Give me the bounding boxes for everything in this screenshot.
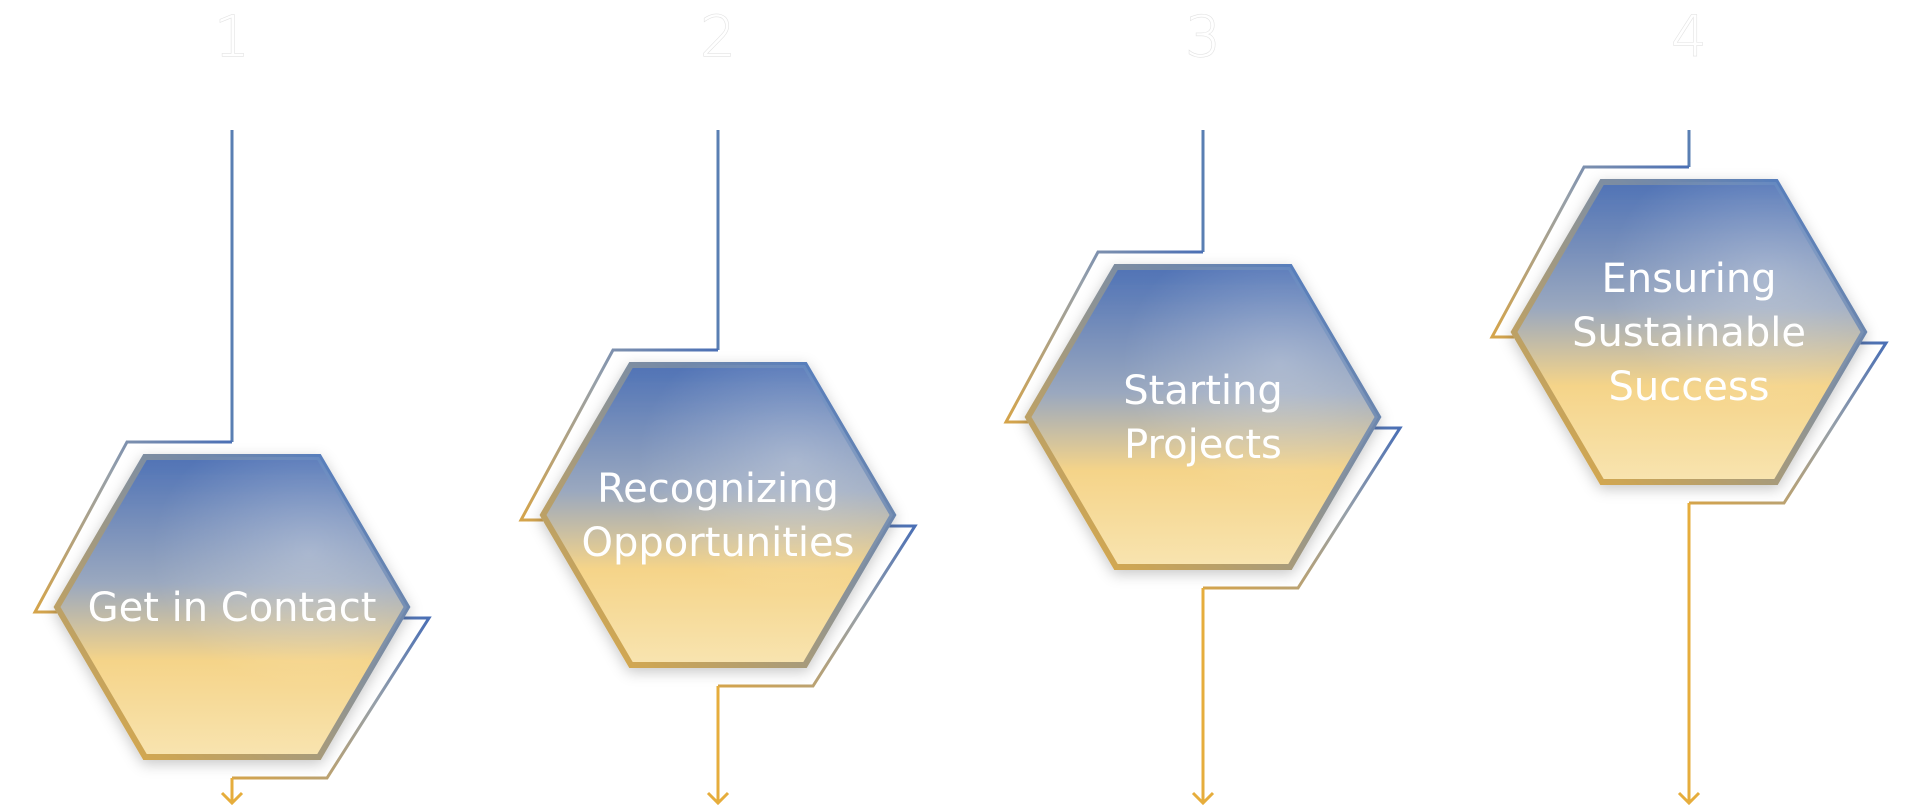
step-label-line: Projects xyxy=(1124,422,1282,468)
hexagon-shine xyxy=(543,365,893,665)
hexagon-shine xyxy=(1514,182,1864,482)
step-label-line: Recognizing xyxy=(597,466,839,512)
step-label-line: Success xyxy=(1608,364,1769,410)
arrow-down-icon xyxy=(1191,791,1215,806)
hexagon-outline-left xyxy=(32,440,232,614)
arrow-down-icon xyxy=(706,791,730,806)
arrow-down-icon xyxy=(1677,791,1701,806)
step-label-line: Sustainable xyxy=(1572,310,1806,356)
step-number: 4 xyxy=(1671,5,1707,70)
hexagon-outline-right xyxy=(1689,341,1889,505)
hexagon-outline-right xyxy=(718,524,918,688)
hexagon-outline-right xyxy=(1203,426,1403,590)
step-label-line: Ensuring xyxy=(1601,256,1776,302)
hexagon-outline-right xyxy=(232,616,432,780)
step-number: 2 xyxy=(700,5,736,70)
hexagon-outline-left xyxy=(1489,165,1689,339)
arrow-down-icon xyxy=(220,791,244,806)
hexagon-outline-left xyxy=(518,348,718,522)
step-label-line: Get in Contact xyxy=(88,585,377,631)
hexagon-shine xyxy=(1028,267,1378,567)
step-label-line: Starting xyxy=(1123,368,1283,414)
step-number: 1 xyxy=(214,5,250,70)
step-number: 3 xyxy=(1185,5,1221,70)
hexagon-shine xyxy=(57,457,407,757)
hexagon-outline-left xyxy=(1003,250,1203,424)
step-label-line: Opportunities xyxy=(582,520,855,566)
